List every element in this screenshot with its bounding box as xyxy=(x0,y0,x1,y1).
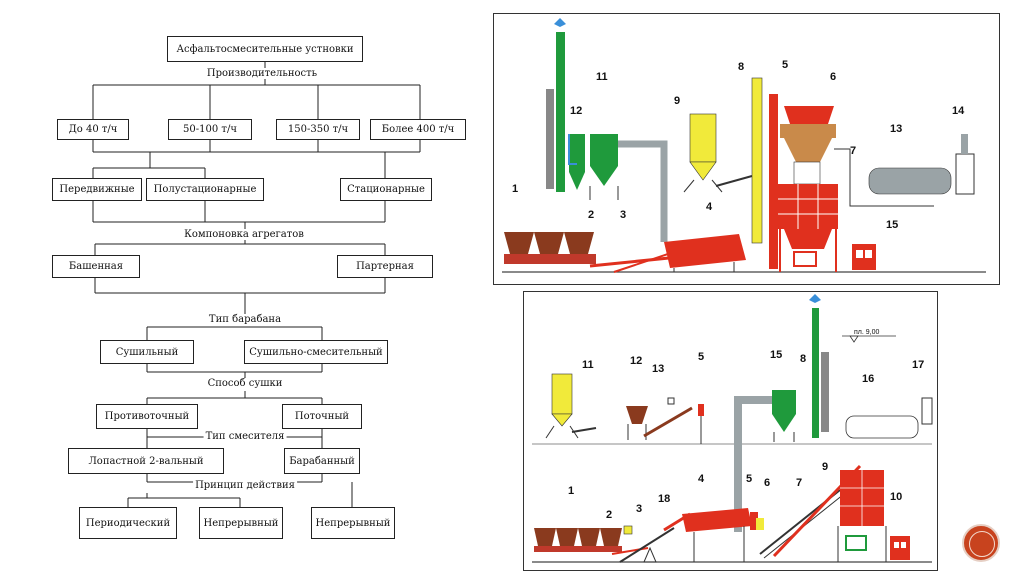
plant-bottom-label-3: 3 xyxy=(636,503,642,515)
capacity-node-1: До 40 т/ч xyxy=(57,119,129,140)
plant-bottom-label-5-lower: 5 xyxy=(746,473,752,485)
caption-drum-type: Тип барабана xyxy=(206,314,284,325)
caption-layout: Компоновка агрегатов xyxy=(182,229,306,240)
plant-top-label-8: 8 xyxy=(738,61,744,73)
mobility-node-3: Стационарные xyxy=(340,178,432,201)
plant-bottom-label-9: 9 xyxy=(822,461,828,473)
plant-top-label-12: 12 xyxy=(570,105,582,117)
plant-bottom-label-17: 17 xyxy=(912,359,924,371)
layout-node-1: Башенная xyxy=(52,255,140,278)
plant-bottom-label-10: 10 xyxy=(890,491,902,503)
plant-bottom-label-16: 16 xyxy=(862,373,874,385)
mode-node-1: Периодический xyxy=(79,507,177,539)
plant-bottom-label-2: 2 xyxy=(606,509,612,521)
plant-top-label-5: 5 xyxy=(782,59,788,71)
layout-node-2: Партерная xyxy=(337,255,433,278)
plant-bottom-label-1: 1 xyxy=(568,485,574,497)
capacity-node-4: Более 400 т/ч xyxy=(370,119,466,140)
caption-drying-method: Способ сушки xyxy=(205,378,285,389)
root-node: Асфальтосмесительные устновки xyxy=(167,36,363,62)
drum-node-1: Сушильный xyxy=(100,340,194,364)
mobility-node-2: Полустационарные xyxy=(146,178,264,201)
capacity-node-3: 150-350 т/ч xyxy=(276,119,360,140)
plant-top-label-15: 15 xyxy=(886,219,898,231)
plant-diagram-bottom: пл. 9,00 xyxy=(504,263,938,571)
mode-node-2: Непрерывный xyxy=(199,507,283,539)
plant-top-label-7: 7 xyxy=(850,145,856,157)
drying-node-2: Поточный xyxy=(282,404,362,429)
plant-bottom-label-5-upper: 5 xyxy=(698,351,704,363)
plant-bottom-drawing: пл. 9,00 xyxy=(504,263,933,563)
plant-top-drawing: 1 2 3 4 5 6 7 8 9 11 12 13 14 15 xyxy=(502,18,986,273)
plant-top-label-9: 9 xyxy=(674,95,680,107)
slide-nav-badge[interactable] xyxy=(962,524,1000,562)
plant-bottom-label-11: 11 xyxy=(582,359,594,371)
plant-bottom-label-7: 7 xyxy=(796,477,802,489)
plant-bottom-label-18: 18 xyxy=(658,493,670,505)
elevation-mark: пл. 9,00 xyxy=(854,329,879,336)
plant-top-label-13: 13 xyxy=(890,123,902,135)
plant-bottom-label-8: 8 xyxy=(800,353,806,365)
caption-operation: Принцип действия xyxy=(193,480,297,491)
plant-top-label-4: 4 xyxy=(706,201,713,213)
mobility-node-1: Передвижные xyxy=(52,178,142,201)
caption-mixer-type: Тип смесителя xyxy=(203,431,287,442)
plant-top-label-1: 1 xyxy=(512,183,518,195)
plant-top-label-14: 14 xyxy=(952,105,965,117)
plant-bottom-label-15: 15 xyxy=(770,349,782,361)
plant-top-label-11: 11 xyxy=(596,71,608,83)
plant-bottom-label-4: 4 xyxy=(698,473,705,485)
plant-bottom-label-12: 12 xyxy=(630,355,642,367)
plant-top-label-6: 6 xyxy=(830,71,836,83)
mixer-node-1: Лопастной 2-вальный xyxy=(68,448,224,474)
plant-top-label-3: 3 xyxy=(620,209,626,221)
mixer-node-2: Барабанный xyxy=(284,448,360,474)
plant-top-label-2: 2 xyxy=(588,209,594,221)
capacity-node-2: 50-100 т/ч xyxy=(168,119,252,140)
plant-diagram-top: 1 2 3 4 5 6 7 8 9 11 12 13 14 15 xyxy=(493,13,1000,285)
drying-node-1: Противоточный xyxy=(96,404,198,429)
caption-productivity: Производительность xyxy=(204,68,320,79)
plant-bottom-label-6-lower: 6 xyxy=(764,477,770,489)
plant-bottom-label-13: 13 xyxy=(652,363,664,375)
drum-node-2: Сушильно-смесительный xyxy=(244,340,388,364)
mode-node-3: Непрерывный xyxy=(311,507,395,539)
